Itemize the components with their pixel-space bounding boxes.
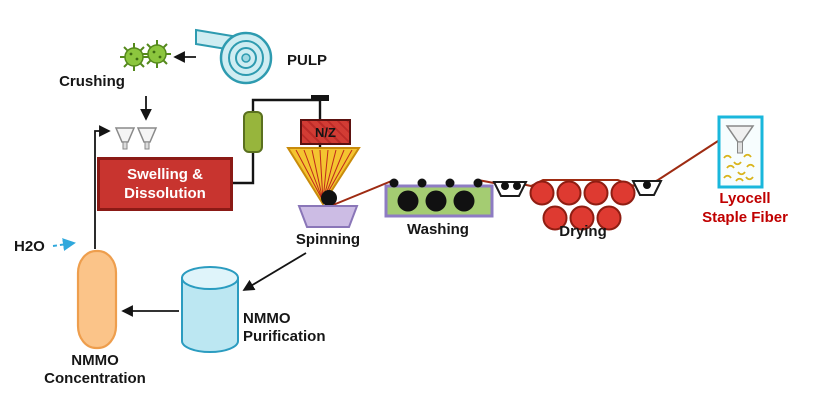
godet-roller <box>321 190 337 206</box>
nz-label: N/Z <box>315 124 336 140</box>
guide-funnel-left <box>492 181 528 197</box>
spinneret-fitting <box>311 95 329 101</box>
lyocell-box-icon <box>717 115 764 189</box>
swelling-label-line1: Swelling & <box>127 166 203 183</box>
swelling-label-line2: Dissolution <box>124 185 206 202</box>
h2o-label: H2O <box>14 238 45 255</box>
crushing-label: Crushing <box>59 73 125 90</box>
lyocell-label-line2: Staple Fiber <box>702 209 788 226</box>
flow-arrows <box>94 51 307 317</box>
drying-label: Drying <box>559 223 607 240</box>
lyocell-label-line1: Lyocell <box>719 190 771 207</box>
nmmo-purification-line2: Purification <box>243 328 326 345</box>
nmmo-concentration-label: NMMO Concentration <box>22 352 168 388</box>
arrow-concentration-to-dissolution <box>94 125 111 249</box>
washing-label: Washing <box>407 221 469 238</box>
nmmo-concentration-line1: NMMO <box>71 352 119 369</box>
crushed-pulp-icon <box>120 40 171 71</box>
lyocell-staple-fiber-label: Lyocell Staple Fiber <box>686 189 804 227</box>
nmmo-purification-cylinder <box>181 266 239 353</box>
guide-funnel-right <box>631 180 663 196</box>
staple-fibers-icon <box>723 153 755 182</box>
spinning-bath <box>297 205 359 228</box>
nmmo-purification-label: NMMO Purification <box>243 310 326 346</box>
filter-cylinder <box>243 111 263 153</box>
nmmo-concentration-line2: Concentration <box>44 370 146 387</box>
washing-bath <box>384 178 494 218</box>
nz-filter-box: N/Z <box>300 119 351 145</box>
swelling-dissolution-box: Swelling & Dissolution <box>97 157 233 211</box>
nmmo-concentration-vessel <box>76 249 118 350</box>
pulp-label: PULP <box>287 52 328 69</box>
spinning-label: Spinning <box>295 231 361 248</box>
drying-rollers <box>529 180 636 231</box>
h2o-arrow <box>52 238 76 251</box>
arrow-spinning-to-purification <box>242 252 307 291</box>
hopper-icons <box>114 127 158 150</box>
pulp-roll-icon <box>195 28 273 85</box>
nmmo-purification-line1: NMMO <box>243 310 291 327</box>
